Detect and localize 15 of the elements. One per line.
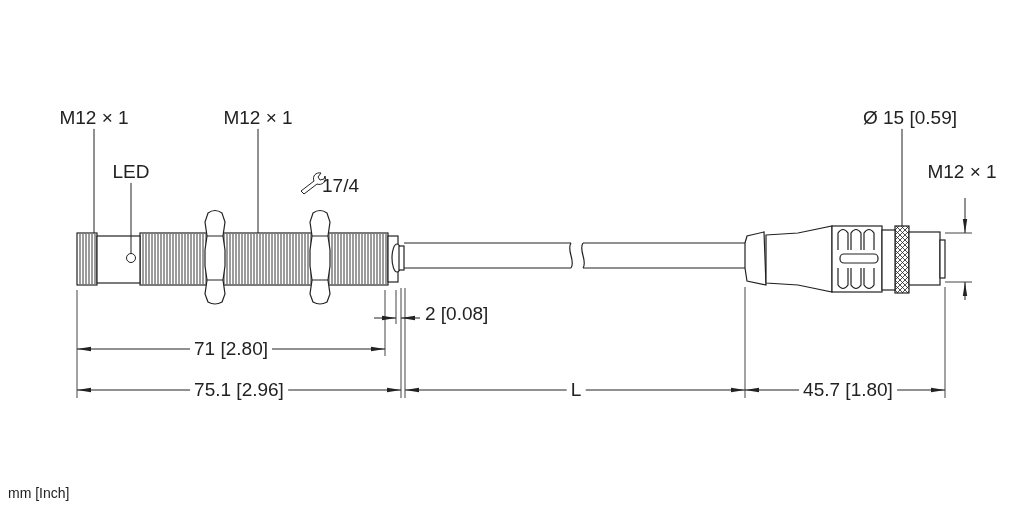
dimension-label: 45.7 [1.80] (799, 380, 897, 401)
unit-note: mm [Inch] (8, 486, 70, 502)
dimension-label: M12 × 1 (927, 162, 997, 183)
dimension-label: 75.1 [2.96] (190, 380, 288, 401)
callout-label: M12 × 1 (59, 108, 129, 129)
dimension-label: 71 [2.80] (190, 339, 272, 360)
callout-label: M12 × 1 (223, 108, 293, 129)
dimension-label: 2 [0.08] (425, 304, 489, 325)
leader-line (257, 128, 259, 234)
led-indicator (126, 253, 136, 263)
leader-line (901, 128, 903, 227)
callout-label: Ø 15 [0.59] (863, 108, 957, 129)
callout-label: LED (112, 162, 150, 183)
leader-line (93, 128, 95, 234)
size-label: 17/4 (322, 176, 359, 197)
